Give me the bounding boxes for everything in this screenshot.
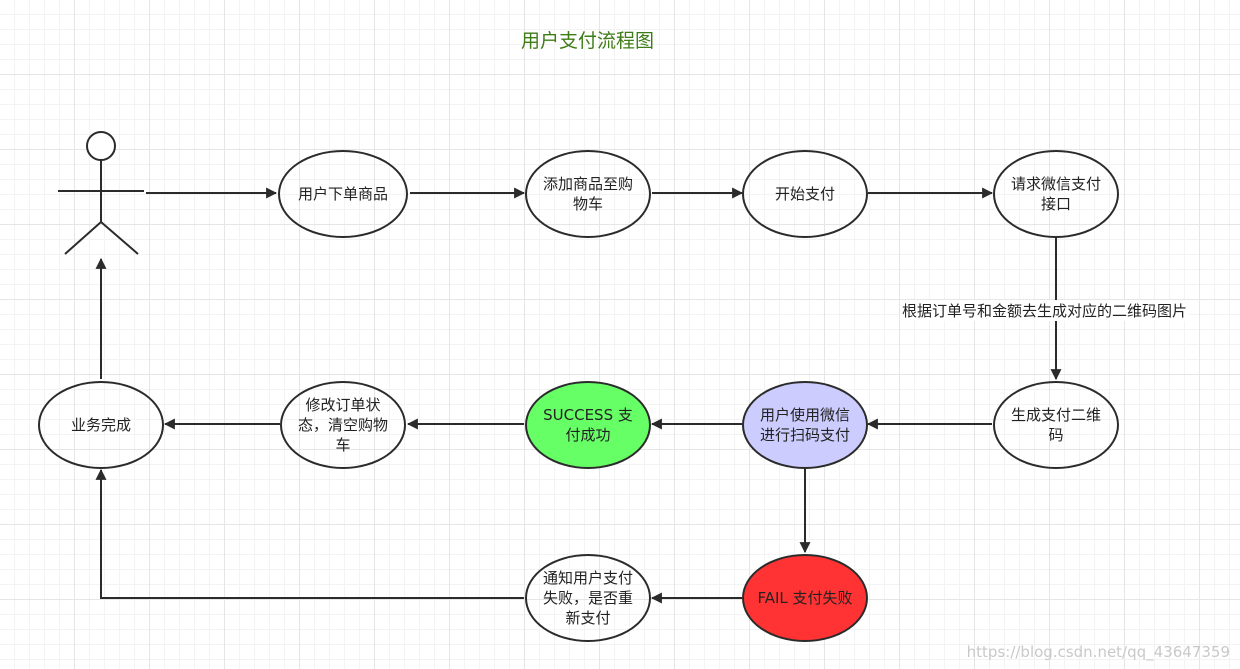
node-gen-qr: 生成支付二维码 xyxy=(993,381,1119,469)
watermark: https://blog.csdn.net/qq_43647359 xyxy=(966,643,1230,661)
node-add-cart: 添加商品至购物车 xyxy=(525,150,651,238)
node-notify: 通知用户支付失败，是否重新支付 xyxy=(525,554,651,642)
node-start-pay: 开始支付 xyxy=(742,150,868,238)
diagram-title: 用户支付流程图 xyxy=(520,30,654,52)
node-update-order: 修改订单状态，清空购物车 xyxy=(280,381,406,469)
node-success: SUCCESS 支付成功 xyxy=(525,381,651,469)
edge-notify-to-done xyxy=(95,468,524,599)
edge-label-qr-generation: 根据订单号和金额去生成对应的二维码图片 xyxy=(900,300,1190,321)
actor-icon xyxy=(58,131,144,255)
node-request-api: 请求微信支付接口 xyxy=(993,150,1119,238)
node-fail: FAIL 支付失败 xyxy=(742,554,868,642)
node-scan-pay: 用户使用微信进行扫码支付 xyxy=(742,381,868,469)
node-order: 用户下单商品 xyxy=(278,150,408,238)
node-done: 业务完成 xyxy=(38,381,164,469)
